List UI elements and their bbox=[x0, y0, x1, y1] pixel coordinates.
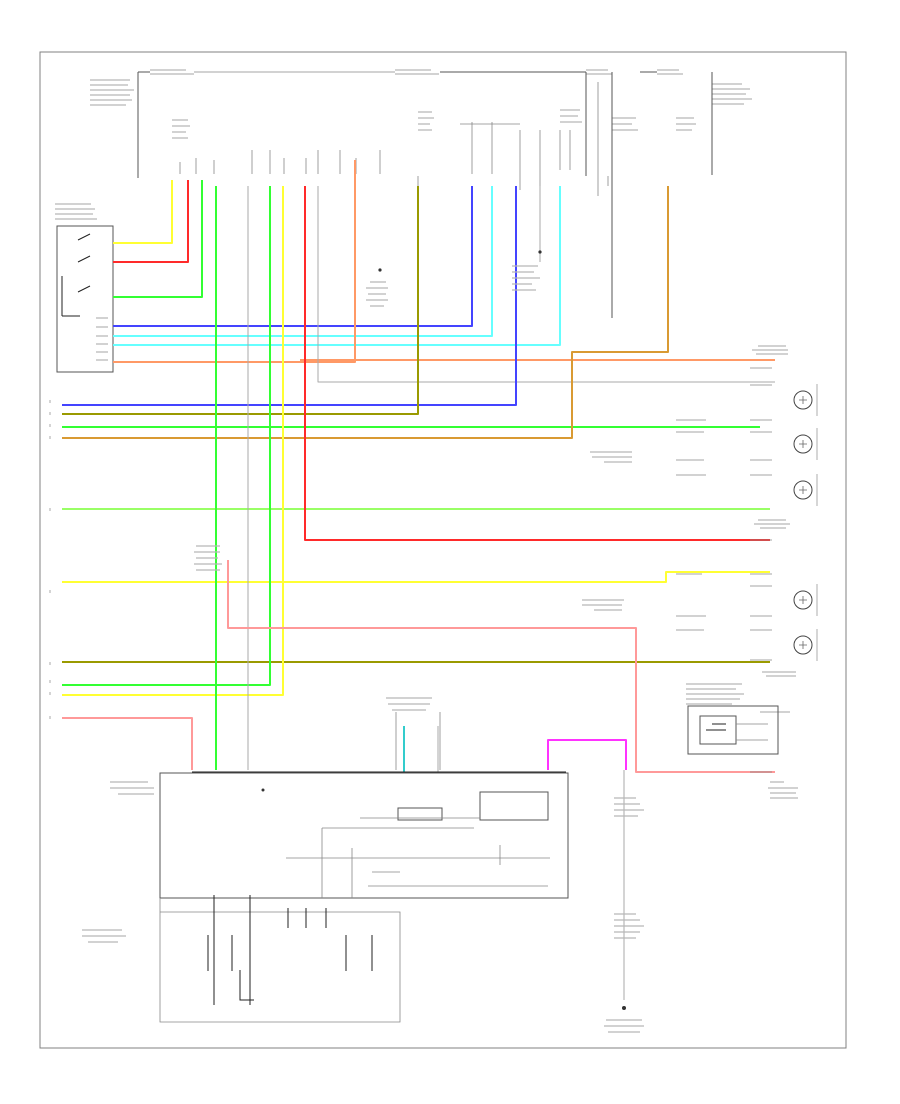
diagram-frame bbox=[39, 51, 847, 1049]
wire-red-1 bbox=[113, 180, 189, 263]
wire-blue-3 bbox=[113, 186, 473, 327]
wire-blue-9 bbox=[62, 186, 517, 406]
wire-olive-10 bbox=[62, 186, 419, 415]
right-connectors bbox=[676, 367, 772, 773]
wire-yellow-15 bbox=[62, 571, 770, 583]
wire-green-17 bbox=[62, 186, 271, 686]
ground-label-mid bbox=[366, 250, 542, 307]
lamp-icon-3 bbox=[793, 474, 818, 506]
wire-pink-21 bbox=[62, 717, 193, 770]
lamp-icon-2 bbox=[793, 428, 818, 460]
wire-light_blue-4 bbox=[113, 186, 493, 337]
wire-layer bbox=[62, 160, 775, 773]
wire-green-2 bbox=[113, 180, 203, 298]
wire-yellow-0 bbox=[113, 180, 173, 244]
right-labels bbox=[194, 345, 798, 799]
lamp-icon-4 bbox=[793, 584, 818, 616]
wire-gray-8 bbox=[317, 186, 775, 383]
lamp-symbols bbox=[793, 384, 818, 661]
driver-switch bbox=[55, 203, 114, 373]
wire-pink-22 bbox=[227, 560, 775, 773]
harness-brackets bbox=[137, 71, 713, 318]
lamp-icon-5 bbox=[793, 629, 818, 661]
right-rear-harness bbox=[386, 697, 644, 1033]
wire-orange-6 bbox=[113, 160, 356, 363]
inset-module bbox=[687, 705, 779, 755]
lamp-icon-1 bbox=[793, 384, 818, 416]
wire-tan-12 bbox=[62, 186, 669, 439]
header-labels bbox=[90, 69, 752, 139]
wire-magenta-23 bbox=[547, 739, 627, 770]
top-connectors bbox=[179, 122, 609, 190]
rear-junction-box bbox=[82, 772, 569, 1023]
wire-yellow-18 bbox=[62, 186, 284, 696]
wire-light_blue-5 bbox=[113, 186, 561, 346]
wire-red-14 bbox=[304, 186, 770, 541]
